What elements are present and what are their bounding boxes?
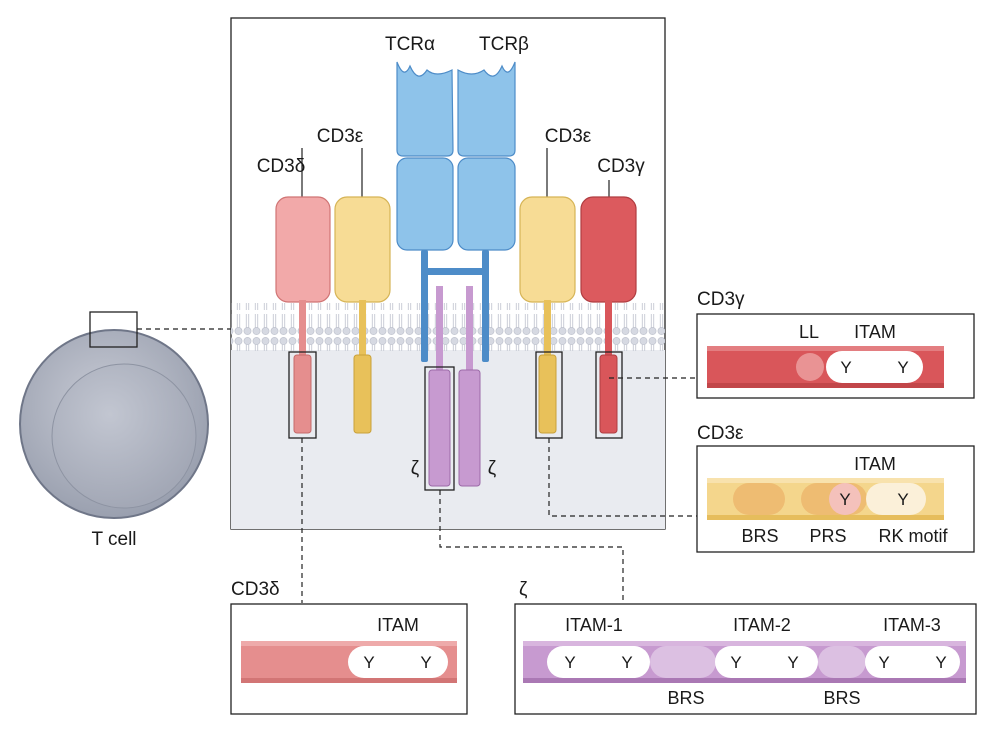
zeta-right-label: ζ bbox=[488, 458, 497, 479]
itam-2-label: ITAM-2 bbox=[733, 615, 791, 635]
rk-motif-label: RK motif bbox=[878, 526, 948, 546]
brs-motif bbox=[650, 646, 716, 678]
cd3-gamma-chain bbox=[580, 180, 637, 439]
membrane-bilayer bbox=[231, 303, 665, 351]
tyrosine-label: Y bbox=[840, 358, 851, 377]
tcr-beta-v-domain bbox=[457, 61, 516, 157]
cd3-delta-panel-title: CD3δ bbox=[231, 579, 280, 600]
itam-pill bbox=[826, 351, 923, 383]
brs-motif bbox=[733, 483, 785, 515]
cd3-delta-label: CD3δ bbox=[257, 156, 306, 177]
ll-motif bbox=[796, 353, 824, 381]
tyrosine-label: Y bbox=[787, 653, 798, 672]
itam-3-pill bbox=[865, 646, 960, 678]
brs-label: BRS bbox=[823, 688, 860, 708]
cd3-epsilon-right-chain bbox=[519, 148, 576, 439]
cd3-delta-chain bbox=[275, 148, 331, 439]
brs-label: BRS bbox=[741, 526, 778, 546]
cd3-epsilon-right-label: CD3ε bbox=[545, 126, 592, 147]
tcr-alpha-label: TCRα bbox=[385, 34, 435, 55]
tyrosine-label: Y bbox=[363, 653, 374, 672]
t-cell-label: T cell bbox=[91, 529, 136, 550]
t-cell bbox=[19, 311, 209, 519]
itam-pill bbox=[348, 646, 448, 678]
prs-label: PRS bbox=[809, 526, 846, 546]
tyrosine-label: Y bbox=[878, 653, 889, 672]
cd3-delta-panel: CD3δ ITAM Y Y bbox=[230, 579, 468, 715]
prs-tyrosine bbox=[829, 483, 861, 515]
itam-3-label: ITAM-3 bbox=[883, 615, 941, 635]
tcr-beta-c-domain bbox=[457, 157, 516, 251]
itam-1-label: ITAM-1 bbox=[565, 615, 623, 635]
tyrosine-label: Y bbox=[621, 653, 632, 672]
tcr-alpha-v-domain bbox=[396, 61, 454, 157]
cd3-gamma-label: CD3γ bbox=[597, 156, 645, 177]
rk-motif bbox=[866, 483, 926, 515]
zeta-panel: ζ ITAM-1 ITAM-2 ITAM-3 Y Y Y Y Y Y BRS B… bbox=[514, 579, 977, 715]
tcr-beta-label: TCRβ bbox=[479, 34, 529, 55]
brs-label: BRS bbox=[667, 688, 704, 708]
tyrosine-label: Y bbox=[897, 490, 908, 509]
cd3-epsilon-left-chain bbox=[334, 148, 391, 434]
itam-2-pill bbox=[715, 646, 818, 678]
connector-zeta bbox=[439, 490, 624, 612]
cd3-gamma-highlight-box bbox=[595, 351, 623, 439]
zeta-left-label: ζ bbox=[411, 458, 420, 479]
receptor-panel: TCRα TCRβ CD3δ CD3ε CD3ε bbox=[230, 17, 666, 530]
itam-label: ITAM bbox=[854, 454, 896, 474]
cd3-epsilon-left-label: CD3ε bbox=[317, 126, 364, 147]
cd3-epsilon-panel-title: CD3ε bbox=[697, 423, 744, 444]
cd3-gamma-panel: CD3γ LL ITAM Y Y bbox=[696, 289, 975, 399]
tcr-alpha-c-domain bbox=[396, 157, 454, 251]
brs-motif bbox=[818, 646, 866, 678]
itam-label: ITAM bbox=[377, 615, 419, 635]
tyrosine-label: Y bbox=[935, 653, 946, 672]
ll-label: LL bbox=[799, 322, 819, 342]
itam-label: ITAM bbox=[854, 322, 896, 342]
cd3-epsilon-panel: CD3ε ITAM Y Y BRS PRS RK motif bbox=[696, 423, 975, 553]
tyrosine-label: Y bbox=[730, 653, 741, 672]
tyrosine-label: Y bbox=[420, 653, 431, 672]
tcr-dimer bbox=[396, 61, 516, 362]
zeta-panel-title: ζ bbox=[519, 579, 528, 600]
tyrosine-label: Y bbox=[564, 653, 575, 672]
cd3-gamma-panel-title: CD3γ bbox=[697, 289, 745, 310]
tyrosine-label: Y bbox=[839, 490, 850, 509]
itam-1-pill bbox=[547, 646, 650, 678]
tyrosine-label: Y bbox=[897, 358, 908, 377]
